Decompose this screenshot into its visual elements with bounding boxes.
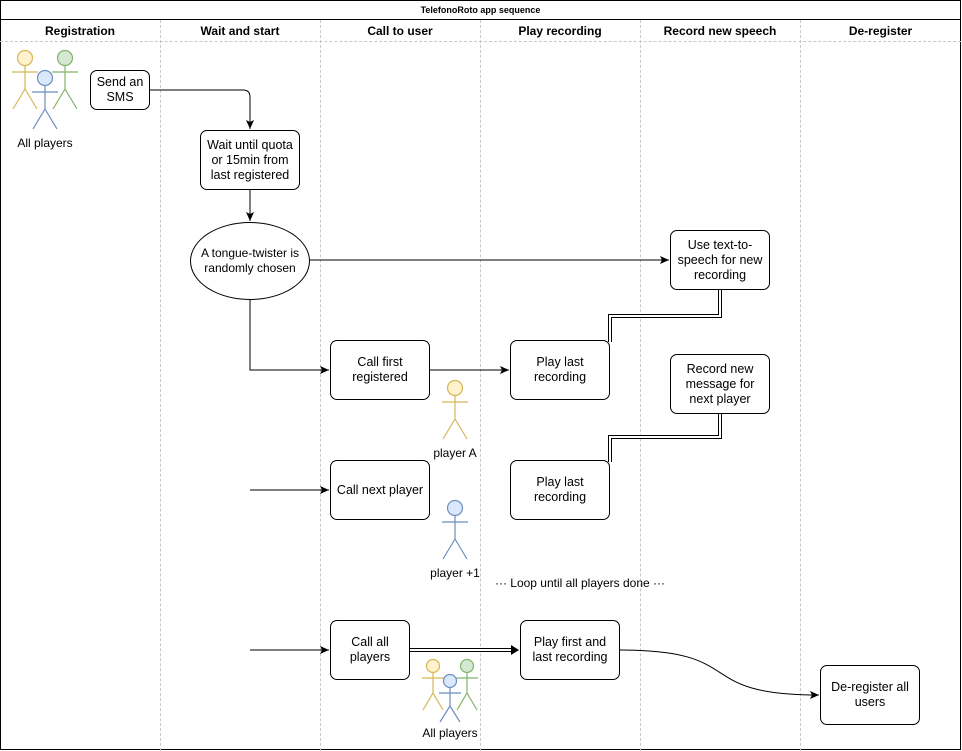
- lane-header-play-recording: Play recording: [518, 23, 602, 38]
- actor-label-player-a: player A: [433, 446, 477, 460]
- node-call-next-player[interactable]: Call next player: [330, 460, 430, 520]
- node-deregister-all[interactable]: De-register all users: [820, 665, 920, 725]
- node-record-new-message[interactable]: Record new message for next player: [670, 354, 770, 414]
- actor-icon: [442, 379, 468, 440]
- lane-divider: [160, 20, 161, 751]
- lane-header-registration: Registration: [44, 23, 115, 38]
- actor-icon: [52, 49, 78, 110]
- actor-label-all-players-bottom: All players: [422, 726, 478, 740]
- node-wait-quota[interactable]: Wait until quota or 15min from last regi…: [200, 130, 300, 190]
- node-call-all-players[interactable]: Call all players: [330, 620, 410, 680]
- node-play-first-and-last[interactable]: Play first and last recording: [520, 620, 620, 680]
- lane-divider: [480, 20, 481, 751]
- lane-header-record-new-speech: Record new speech: [663, 23, 777, 38]
- lane-header-call-to-user: Call to user: [367, 23, 433, 38]
- lane-header-de-register: De-register: [848, 23, 913, 38]
- node-tongue-twister[interactable]: A tongue-twister is randomly chosen: [190, 222, 310, 300]
- actor-group-all-players-top: [12, 49, 78, 130]
- node-call-first[interactable]: Call first registered: [330, 340, 430, 400]
- lane-divider: [800, 20, 801, 751]
- actor-icon: [422, 658, 444, 711]
- connector-play-to-deregister: [619, 649, 820, 699]
- link-record-to-play-last: [608, 414, 722, 462]
- actor-label-player-plus-one: player +1: [430, 566, 480, 580]
- actor-icon: [32, 69, 58, 130]
- actor-label-all-players-top: All players: [17, 136, 73, 150]
- node-text-to-speech[interactable]: Use text-to-speech for new recording: [670, 230, 770, 290]
- connector-sms-to-wait: [150, 89, 254, 129]
- actor-icon: [439, 673, 461, 723]
- link-tts-to-play-last: [608, 290, 722, 342]
- connector-ellipse-to-call-first: [249, 300, 329, 374]
- actor-icon: [12, 49, 38, 110]
- link-call-all-to-play-first-last: [410, 645, 519, 655]
- lane-divider: [640, 20, 641, 751]
- diagram-title: TelefonoRoto app sequence: [0, 0, 961, 20]
- actor-icon: [456, 658, 478, 711]
- lane-header-wait-and-start: Wait and start: [200, 23, 280, 38]
- node-play-last-recording-1[interactable]: Play last recording: [510, 340, 610, 400]
- lane-header-divider: [0, 41, 961, 42]
- lane-divider: [320, 20, 321, 751]
- node-play-last-recording-2[interactable]: Play last recording: [510, 460, 610, 520]
- actor-icon: [442, 499, 468, 560]
- actor-group-all-players-bottom: [422, 658, 478, 723]
- loop-annotation: ··· Loop until all players done ···: [494, 576, 666, 590]
- node-send-sms[interactable]: Send an SMS: [90, 70, 150, 110]
